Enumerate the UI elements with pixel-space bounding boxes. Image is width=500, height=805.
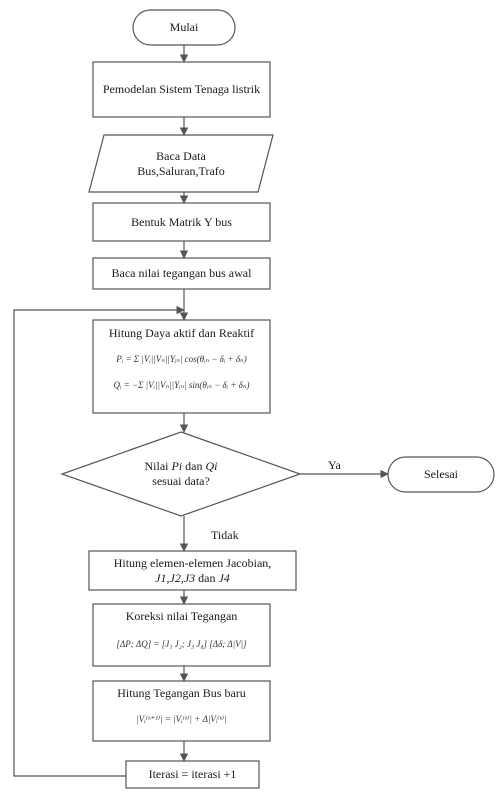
iteration-process-shape — [125, 760, 260, 789]
decision-label-2: sesuai data? — [152, 474, 210, 488]
jacobian-j4: J4 — [218, 570, 230, 585]
read-data-label-2: Bus,Saluran,Trafo — [137, 163, 225, 178]
jacobian-j3: J3 — [183, 570, 196, 585]
yes-edge-label: Ya — [328, 458, 341, 472]
read-data-node: Baca Data Bus,Saluran,Trafo — [89, 135, 273, 192]
decision-pi: Pi — [171, 459, 183, 473]
end-node: Selesai — [388, 457, 494, 492]
read-data-label-1: Baca Data — [156, 148, 206, 163]
iteration-label: Iterasi = iterasi +1 — [148, 767, 237, 781]
init-voltage-node: Baca nilai tegangan bus awal — [93, 258, 270, 289]
jacobian-j2: J2 — [169, 570, 181, 585]
new-voltage-process-shape — [92, 680, 271, 742]
power-eq-p: Pᵢ = Σ |Vᵢ||Vₙ||Yᵢₙ| cos(θᵢₙ − δᵢ + δₙ) — [116, 354, 247, 364]
jacobian-and: dan — [195, 570, 219, 585]
ybus-node: Bentuk Matrik Y bus — [93, 203, 270, 241]
new-voltage-node: Hitung Tegangan Bus baru |Vᵢ⁽ᵏ⁺¹⁾| = |Vᵢ… — [93, 681, 270, 741]
start-node: Mulai — [133, 10, 235, 45]
jacobian-process-shape — [88, 550, 297, 591]
jacobian-node: Hitung elemen-elemen Jacobian, J1,J2,J3 … — [89, 551, 296, 590]
jacobian-j1: J1 — [155, 570, 167, 585]
correction-title: Koreksi nilai Tegangan — [125, 609, 238, 623]
ybus-label: Bentuk Matrik Y bus — [131, 214, 232, 229]
power-calc-node: Hitung Daya aktif dan Reaktif Pᵢ = Σ |Vᵢ… — [93, 320, 270, 413]
decision-text-a: Nilai — [144, 459, 172, 473]
edge-iteration-loopback — [13, 305, 185, 777]
new-voltage-eq: |Vᵢ⁽ᵏ⁺¹⁾| = |Vᵢ⁽ᵏ⁾| + Δ|Vᵢ⁽ᵏ⁾| — [136, 714, 227, 724]
modeling-process-shape — [92, 61, 271, 118]
no-edge-label: Tidak — [211, 528, 239, 542]
modeling-label: Pemodelan Sistem Tenaga listrik — [102, 82, 261, 96]
decision-qi: Qi — [205, 459, 218, 473]
decision-shape — [60, 431, 302, 517]
init-voltage-label: Baca nilai tegangan bus awal — [111, 266, 252, 280]
iteration-node: Iterasi = iterasi +1 — [126, 761, 259, 788]
decision-node: Nilai Pi dan Qi sesuai data? — [62, 432, 300, 516]
correction-eq: [ΔP; ΔQ] = [J₁ J₂; J₃ J₄] [Δδ; Δ|V|] — [116, 639, 247, 649]
decision-label-1: Nilai Pi dan Qi — [145, 459, 218, 474]
jacobian-label-2: J1,J2,J3 dan J4 — [155, 570, 230, 585]
correction-process-shape — [92, 603, 271, 667]
power-eq-q: Qᵢ = −Σ |Vᵢ||Vₙ||Yᵢₙ| sin(θᵢₙ − δᵢ + δₙ) — [113, 380, 250, 390]
read-data-io-shape — [88, 134, 274, 193]
correction-node: Koreksi nilai Tegangan [ΔP; ΔQ] = [J₁ J₂… — [93, 604, 270, 666]
decision-text-b: dan — [182, 459, 206, 473]
power-calc-title: Hitung Daya aktif dan Reaktif — [108, 326, 255, 340]
power-calc-process-shape — [92, 319, 271, 414]
modeling-node: Pemodelan Sistem Tenaga listrik — [93, 62, 270, 117]
new-voltage-title: Hitung Tegangan Bus baru — [117, 686, 246, 700]
jacobian-label-1: Hitung elemen-elemen Jacobian, — [113, 555, 272, 570]
start-label: Mulai — [169, 20, 199, 34]
end-label: Selesai — [424, 467, 458, 481]
